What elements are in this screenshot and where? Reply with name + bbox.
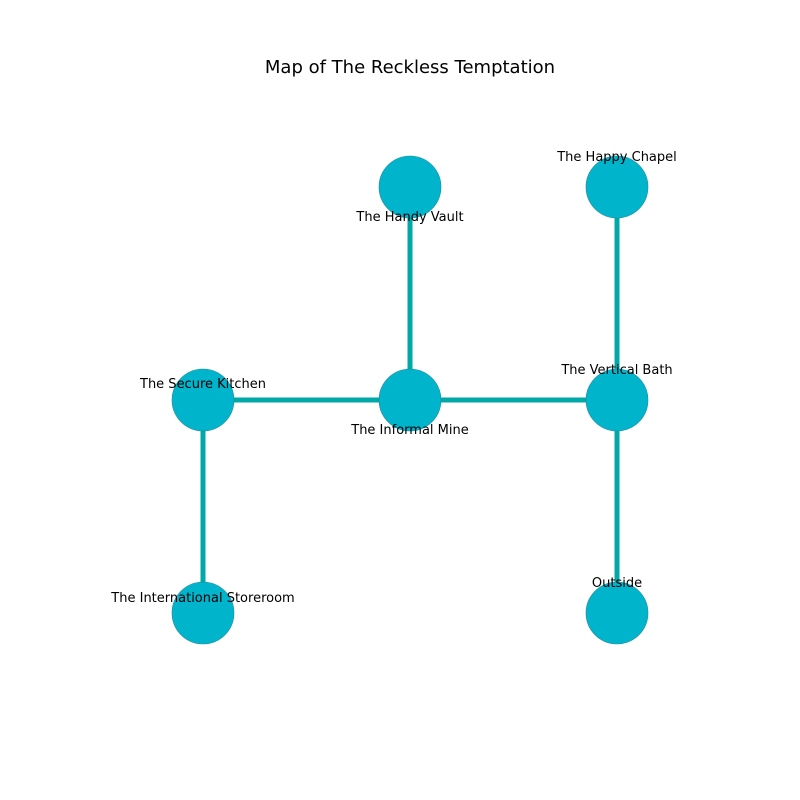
node-secure-kitchen xyxy=(171,368,235,432)
rooms-layer xyxy=(171,155,649,645)
node-informal-mine xyxy=(378,368,442,432)
diagram-title: Map of The Reckless Temptation xyxy=(265,57,555,78)
label-happy-chapel: The Happy Chapel xyxy=(556,150,677,165)
labels-layer: The Happy Chapel The Handy Vault The Sec… xyxy=(110,150,676,606)
label-informal-mine: The Informal Mine xyxy=(350,423,468,438)
label-outside: Outside xyxy=(592,576,642,591)
node-happy-chapel xyxy=(585,155,649,219)
node-handy-vault xyxy=(378,155,442,219)
node-vertical-bath xyxy=(585,368,649,432)
label-international-storeroom: The International Storeroom xyxy=(110,591,294,606)
node-international-storeroom xyxy=(171,581,235,645)
connections-layer xyxy=(200,187,620,613)
label-handy-vault: The Handy Vault xyxy=(355,210,463,225)
node-outside xyxy=(585,581,649,645)
label-vertical-bath: The Vertical Bath xyxy=(560,363,672,378)
label-secure-kitchen: The Secure Kitchen xyxy=(139,377,266,392)
